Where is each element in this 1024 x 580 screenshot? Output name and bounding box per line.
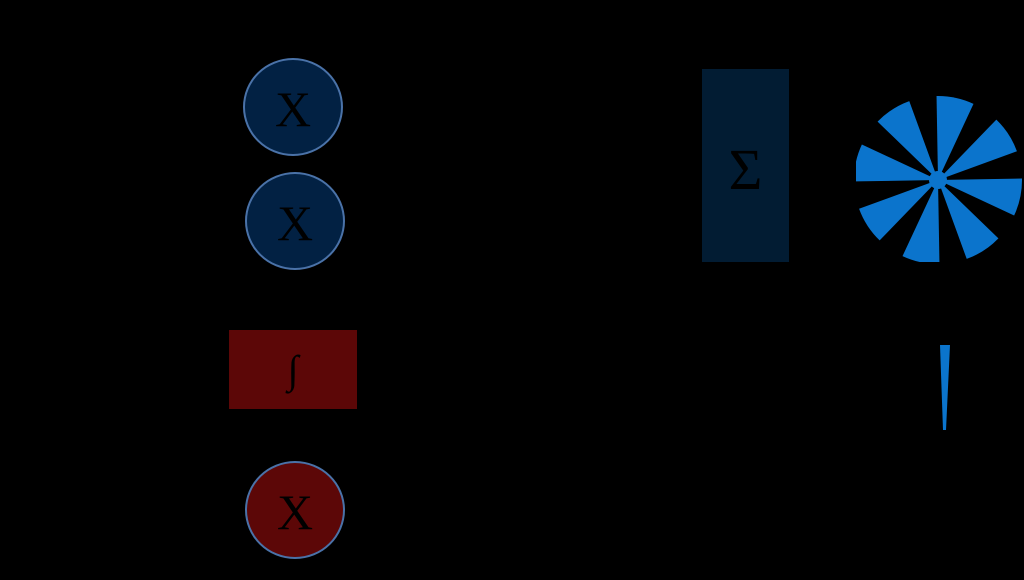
rotor-blade bbox=[936, 96, 974, 175]
fan-rotor-icon bbox=[856, 96, 1022, 262]
needle-shape bbox=[940, 345, 950, 430]
rotor-blade bbox=[943, 178, 1022, 216]
rotor-blade bbox=[940, 184, 999, 259]
needle-pointer-icon bbox=[940, 345, 950, 430]
multiplier-symbol-top: X bbox=[274, 81, 312, 137]
multiplier-node-middle: X bbox=[245, 172, 345, 270]
summation-symbol: Σ bbox=[728, 137, 763, 202]
rotor-blade bbox=[856, 144, 933, 182]
rotor-hub bbox=[929, 171, 947, 189]
multiplier-symbol-bottom: X bbox=[276, 484, 314, 540]
rotor-blade bbox=[877, 101, 936, 176]
integrator-block: ∫ bbox=[229, 330, 357, 409]
rotor-blades bbox=[856, 96, 1022, 262]
rotor-blade bbox=[902, 185, 940, 262]
multiplier-node-top: X bbox=[243, 58, 343, 156]
multiplier-symbol-middle: X bbox=[276, 195, 314, 251]
multiplier-node-bottom: X bbox=[245, 461, 345, 559]
rotor-blade bbox=[942, 119, 1017, 178]
summation-block: Σ bbox=[702, 69, 789, 262]
integrator-symbol: ∫ bbox=[287, 347, 299, 392]
rotor-blade bbox=[859, 182, 934, 241]
